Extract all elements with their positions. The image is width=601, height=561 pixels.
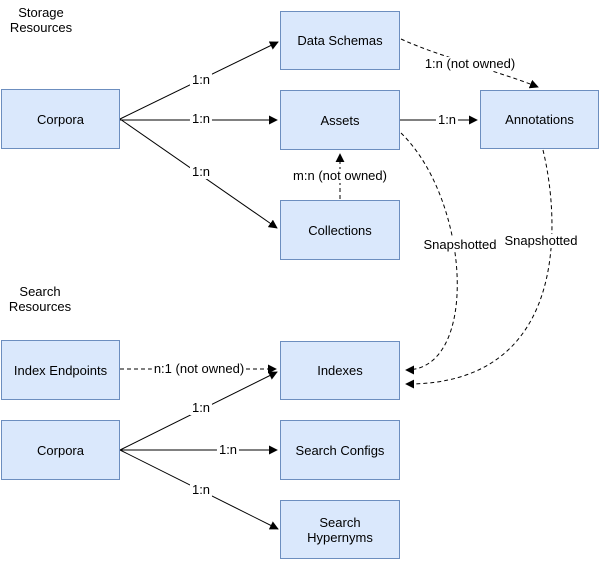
node-corpora-search: Corpora <box>1 420 120 480</box>
edge-annotations-to-indexes <box>405 149 553 389</box>
node-label: Index Endpoints <box>13 362 108 378</box>
edge-label-corpora-to-assets: 1:n <box>189 111 213 126</box>
node-label: Annotations <box>505 112 574 127</box>
edge-label-annotations-snapshotted: Snapshotted <box>502 233 580 248</box>
node-search-configs: Search Configs <box>280 420 400 480</box>
edge-label-collections-to-assets: m:n (not owned) <box>291 168 389 183</box>
edge-assets-to-indexes <box>400 132 458 375</box>
edge-label-data-schemas-to-annotations: 1:n (not owned) <box>422 56 518 71</box>
node-search-hypernyms: Search Hypernyms <box>280 500 400 559</box>
node-assets: Assets <box>280 90 400 150</box>
node-label: Indexes <box>317 363 363 378</box>
node-label: Corpora <box>37 442 84 458</box>
node-collections: Collections <box>280 200 400 260</box>
edge-label-assets-snapshotted: Snapshotted <box>421 237 499 252</box>
node-indexes: Indexes <box>280 341 400 400</box>
node-label: Search Configs <box>295 442 385 458</box>
edge-label-assets-to-annotations: 1:n <box>435 112 459 127</box>
node-label: Search Hypernyms <box>307 514 373 545</box>
edge-label-corpora-to-data-schemas: 1:n <box>189 72 213 87</box>
node-data-schemas: Data Schemas <box>280 11 400 70</box>
node-index-endpoints: Index Endpoints <box>1 340 120 400</box>
edge-label-corpora-to-indexes: 1:n <box>189 400 213 415</box>
node-annotations: Annotations <box>480 90 599 149</box>
edge-label-corpora-to-search-configs: 1:n <box>216 442 240 457</box>
edge-label-corpora-to-search-hypernyms: 1:n <box>189 482 213 497</box>
node-corpora-storage: Corpora <box>1 89 120 149</box>
node-label: Data Schemas <box>297 33 383 48</box>
node-label: Assets <box>320 112 360 128</box>
node-label: Corpora <box>37 111 84 127</box>
section-label-storage-resources: Storage Resources <box>9 5 73 35</box>
node-label: Collections <box>308 222 372 238</box>
edge-label-corpora-to-collections: 1:n <box>189 164 213 179</box>
section-label-search-resources: Search Resources <box>8 284 72 314</box>
edge-label-index-endpoints-to-indexes: n:1 (not owned) <box>151 361 247 376</box>
